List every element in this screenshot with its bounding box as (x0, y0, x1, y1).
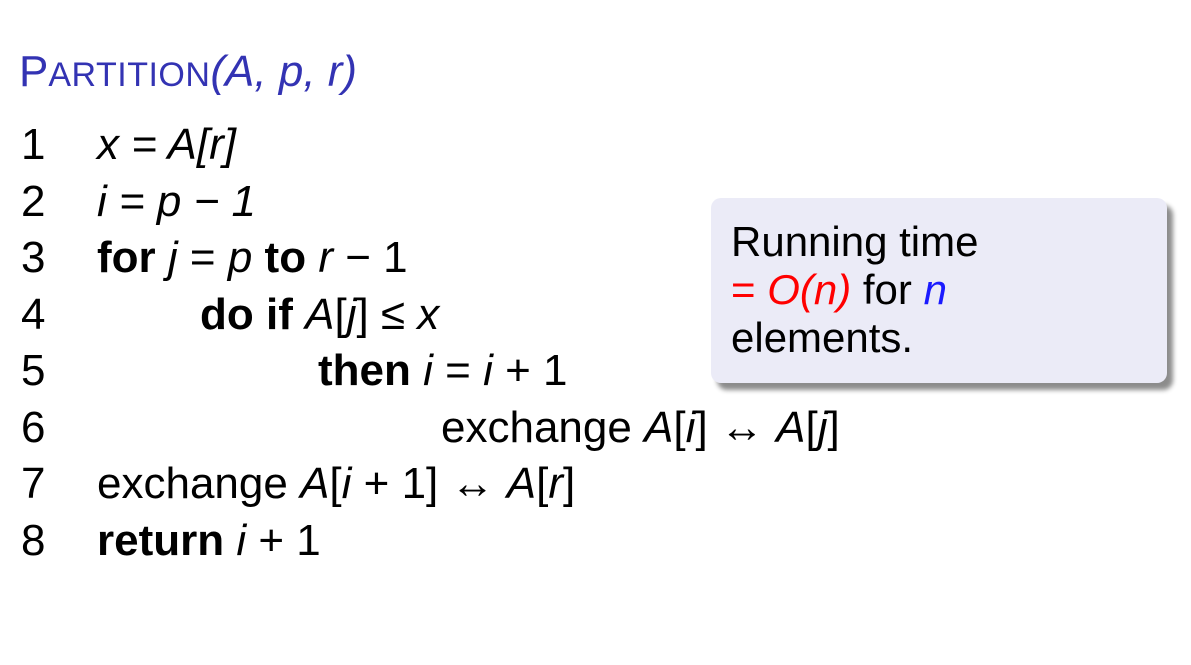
line-number: 2 (21, 177, 46, 226)
line-code: for j = p to r − 1 (97, 233, 408, 282)
line-number: 1 (21, 120, 46, 169)
callout-n: n (923, 266, 947, 313)
line-number: 6 (21, 403, 46, 452)
title-args: (A, p, r) (210, 47, 358, 96)
callout-for: for (851, 266, 924, 313)
line-code: x = A[r] (97, 120, 236, 169)
line-number: 7 (21, 459, 46, 508)
line-number: 3 (21, 233, 46, 282)
callout-equals: = (731, 266, 768, 313)
line-number: 4 (21, 290, 46, 339)
line-code: i = p − 1 (97, 177, 257, 226)
callout-big-o: O(n) (767, 266, 852, 313)
title-cap: P (19, 47, 49, 96)
line-code: do if A[j] ≤ x (200, 290, 440, 339)
line-code: exchange A[i + 1] ↔ A[r] (97, 459, 576, 508)
callout-line-2: = O(n) for n (731, 266, 978, 314)
title-smallcaps: ARTITION (48, 56, 211, 94)
callout-line-1: Running time (731, 218, 979, 265)
line-number: 5 (21, 346, 46, 395)
line-code: then i = i + 1 (318, 346, 568, 395)
line-number: 8 (21, 516, 46, 565)
callout-line-3: elements. (731, 314, 914, 361)
line-code: exchange A[i] ↔ A[j] (441, 403, 840, 452)
line-code: return i + 1 (97, 516, 321, 565)
running-time-callout: Running time = O(n) for n elements. (711, 198, 1167, 383)
algorithm-title: PARTITION(A, p, r) (19, 42, 357, 105)
callout-text: Running time = O(n) for n elements. (731, 218, 978, 362)
